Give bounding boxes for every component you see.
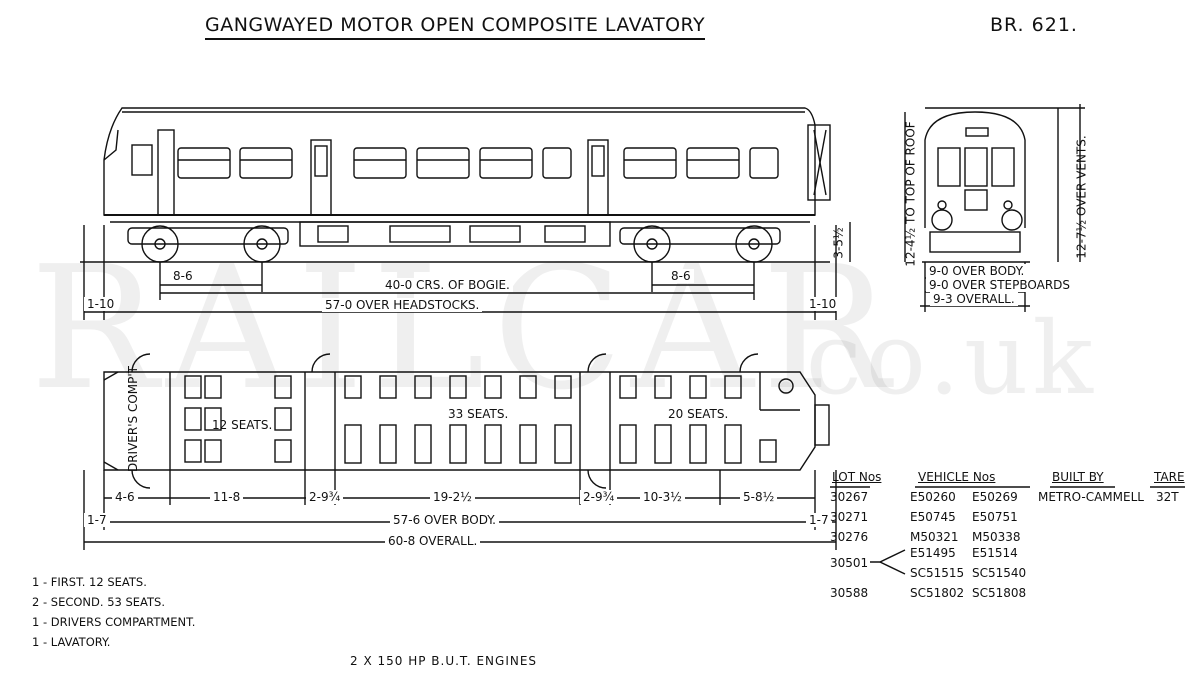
buffer-height-dimension: 3-5½ [831, 227, 846, 259]
vehicle-header: VEHICLE Nos [918, 470, 996, 484]
vehicle-number-end: SC51808 [972, 586, 1027, 600]
plan-dim-6: 10-3½ [640, 490, 685, 504]
vehicle-number-start: SC51802 [910, 586, 965, 600]
lot-number: 30588 [830, 586, 869, 600]
vehicle-number-end: M50338 [972, 530, 1021, 544]
watermark: RAILCAR [30, 230, 898, 428]
side-elevation [80, 107, 851, 320]
height-to-roof: 12-4½ TO TOP OF ROOF [903, 121, 918, 267]
vehicle-number-end: E50269 [972, 490, 1018, 504]
second-class-seats-a-label: 33 SEATS. [448, 407, 509, 421]
plan-end-left: 1-7 [84, 513, 110, 527]
plan-dim-4: 19-2½ [430, 490, 475, 504]
lot-header: LOT Nos [832, 470, 882, 484]
plan-end-right: 1-7 [806, 513, 832, 527]
end-overhang-right: 1-10 [806, 297, 840, 311]
lot-table-lines [830, 486, 1185, 575]
vehicle-number-end: SC51540 [972, 566, 1027, 580]
over-body-dimension: 57-6 OVER BODY. [390, 513, 499, 527]
drivers-compartment-label: DRIVER'S COMP'T [126, 365, 141, 473]
diagram-reference: BR. 621. [990, 14, 1078, 36]
second-class-seats-b-label: 20 SEATS. [668, 407, 729, 421]
bogie-wheelbase-right: 8-6 [668, 269, 694, 283]
lot-number: 30501 [830, 556, 869, 570]
vehicle-number-start: E51495 [910, 546, 956, 560]
lot-number: 30267 [830, 490, 869, 504]
plan-dim-3: 2-9¾ [306, 490, 344, 504]
plan-dim-7: 5-8½ [740, 490, 778, 504]
lot-table: LOT Nos VEHICLE Nos BUILT BY TARE 30267 … [830, 470, 1190, 610]
accommodation-summary: 1 - FIRST. 12 SEATS. 2 - SECOND. 53 SEAT… [32, 575, 195, 655]
watermark-domain: .co.uk [770, 300, 1098, 417]
width-over-stepboards: 9-0 OVER STEPBOARDS [926, 278, 1074, 292]
first-class-seats-label: 12 SEATS. [212, 418, 273, 432]
vehicle-number-start: SC51515 [910, 566, 965, 580]
lot-number: 30271 [830, 510, 869, 524]
summary-line-1: 1 - FIRST. 12 SEATS. [32, 575, 147, 589]
tare-header: TARE [1154, 470, 1185, 484]
end-overhang-left: 1-10 [84, 297, 118, 311]
width-over-body: 9-0 OVER BODY. [926, 264, 1028, 278]
plan-dim-5: 2-9¾ [580, 490, 618, 504]
bogie-centres-dimension: 40-0 CRS. OF BOGIE. [382, 278, 513, 292]
over-headstocks-dimension: 57-0 OVER HEADSTOCKS. [322, 298, 483, 312]
summary-line-2: 2 - SECOND. 53 SEATS. [32, 595, 166, 609]
built-by-header: BUILT BY [1052, 470, 1104, 484]
width-overall: 9-3 OVERALL. [930, 292, 1018, 306]
vehicle-number-start: E50260 [910, 490, 956, 504]
vehicle-number-end: E50751 [972, 510, 1018, 524]
engines-label: 2 X 150 HP B.U.T. ENGINES [350, 654, 538, 668]
summary-line-4: 1 - LAVATORY. [32, 635, 111, 649]
plan-dim-2: 11-8 [210, 490, 244, 504]
vehicle-number-end: E51514 [972, 546, 1018, 560]
plan-view [83, 353, 837, 550]
tare-weight: 32T [1156, 490, 1179, 504]
diagram-title: GANGWAYED MOTOR OPEN COMPOSITE LAVATORY [205, 14, 706, 40]
plan-dim-1: 4-6 [112, 490, 138, 504]
vehicle-number-start: M50321 [910, 530, 959, 544]
bogie-wheelbase-left: 8-6 [170, 269, 196, 283]
overall-length-dimension: 60-8 OVERALL. [385, 534, 481, 548]
vehicle-number-start: E50745 [910, 510, 956, 524]
height-over-vents: 12-7½ OVER VENTS. [1074, 135, 1089, 259]
lot-number: 30276 [830, 530, 869, 544]
summary-line-3: 1 - DRIVERS COMPARTMENT. [32, 615, 196, 629]
builder-name: METRO-CAMMELL [1038, 490, 1144, 504]
